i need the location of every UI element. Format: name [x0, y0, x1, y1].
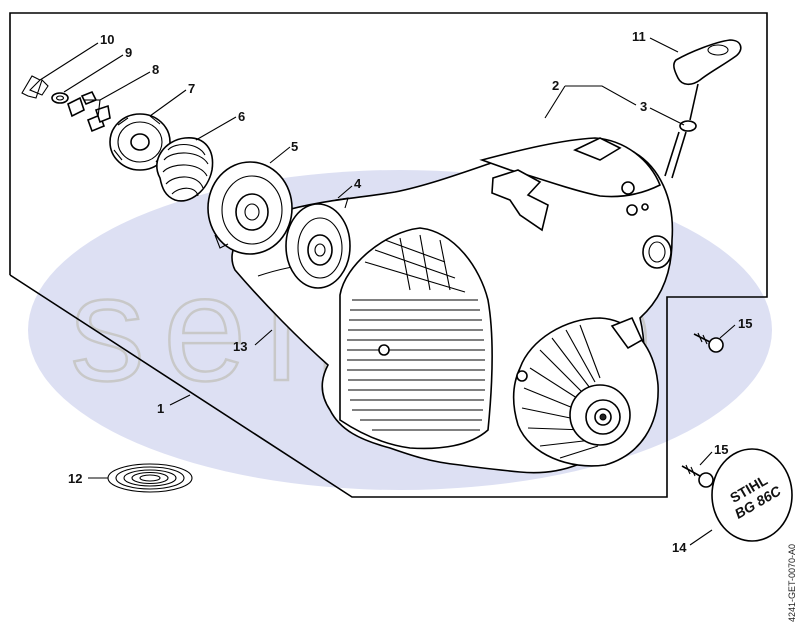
screw-upper: [693, 332, 724, 353]
callout-4: 4: [354, 176, 362, 191]
screw-lower: [681, 464, 714, 488]
callout-1: 1: [157, 401, 164, 416]
spring-coil: [107, 463, 193, 493]
vent-slats: [347, 234, 485, 431]
logo-plate: STIHL BG 86C: [711, 448, 793, 542]
callout-14: 14: [672, 540, 687, 555]
callout-3: 3: [640, 99, 647, 114]
callout-10: 10: [100, 32, 114, 47]
drawing-code: 4241-GET-0070-A0: [787, 544, 797, 622]
callout-8: 8: [152, 62, 159, 77]
callout-11: 11: [632, 29, 646, 44]
starter-rope: [671, 131, 687, 179]
callout-5: 5: [291, 139, 298, 154]
rope-pulley: [285, 197, 351, 289]
assembly-frame: [9, 12, 768, 498]
pawls: [67, 90, 111, 133]
rewind-spring: [156, 137, 214, 202]
callout-15-upper: 15: [738, 316, 752, 331]
callout-12: 12: [68, 471, 82, 486]
callout-numbers: 1 2 3 4 5 6 7 8 9 10 11 12 13 14 15 15: [68, 29, 752, 555]
callout-7: 7: [188, 81, 195, 96]
callout-6: 6: [238, 109, 245, 124]
callout-15-lower: 15: [714, 442, 728, 457]
washer: [51, 92, 69, 104]
callout-9: 9: [125, 45, 132, 60]
spring-clip: [21, 75, 49, 99]
spring-housing: [207, 161, 293, 255]
leader-lines: [39, 37, 736, 546]
rope-rotor: [109, 113, 171, 171]
callout-13: 13: [233, 339, 247, 354]
callout-2: 2: [552, 78, 559, 93]
starter-grip: [664, 39, 742, 179]
